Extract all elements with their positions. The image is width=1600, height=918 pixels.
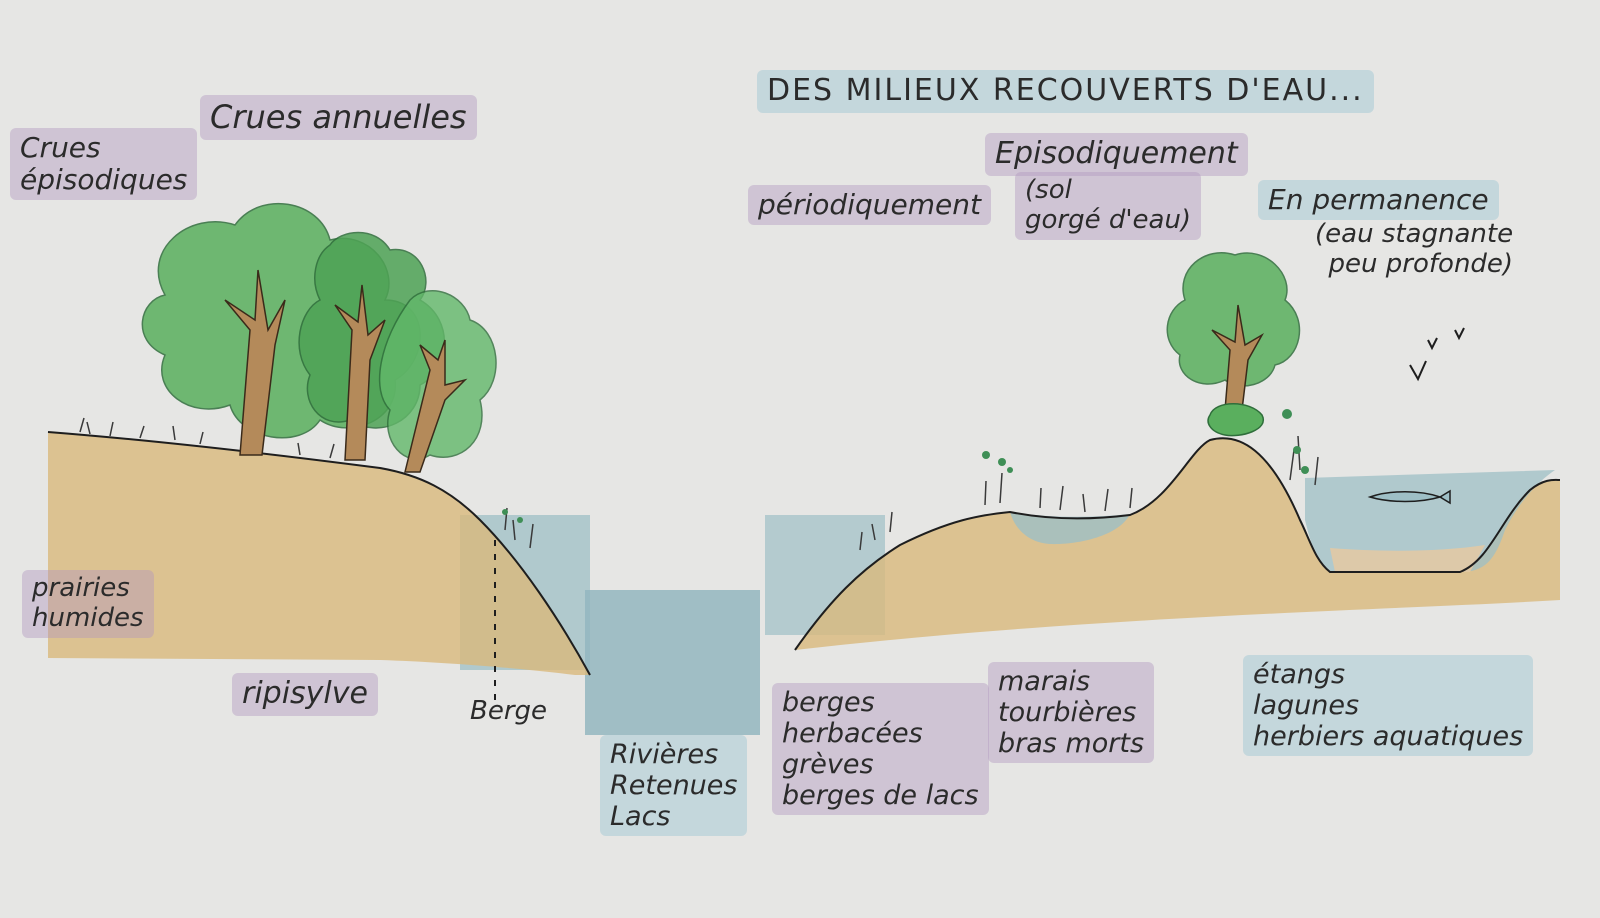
en-permanence-note-line-2: peu profonde): [1328, 248, 1514, 279]
label-marais: marais tourbières bras morts: [988, 662, 1155, 764]
prairies-line-2: humides: [32, 602, 144, 633]
right-terrain-outline: [794, 437, 1561, 651]
berges-line-4: berges de lacs: [782, 780, 979, 812]
aquatic-plant-heads: [502, 409, 1309, 523]
left-bank-outline: [47, 431, 591, 676]
berges-line-2: herbacées: [782, 718, 923, 750]
label-ripisylve: ripisylve: [232, 673, 378, 716]
etangs-line-2: lagunes: [1253, 690, 1360, 722]
label-prairies-humides: prairies humides: [22, 570, 154, 638]
prairies-line-1: prairies: [32, 573, 130, 603]
diagram-title: DES MILIEUX RECOUVERTS D'EAU...: [757, 70, 1374, 113]
marais-line-2: tourbières: [998, 697, 1137, 729]
label-episodiquement: Episodiquement: [985, 133, 1248, 176]
episodiquement-note-line-1: (sol: [1025, 175, 1072, 205]
etangs-line-3: herbiers aquatiques: [1253, 721, 1524, 753]
label-crues-annuelles: Crues annuelles: [200, 95, 477, 140]
crues-line-2: épisodiques: [20, 163, 188, 197]
label-episodiquement-note: (sol gorgé d'eau): [1015, 172, 1202, 240]
mound-tree: [1166, 252, 1301, 437]
marsh-water: [1010, 512, 1130, 545]
label-etangs: étangs lagunes herbiers aquatiques: [1243, 655, 1534, 757]
marais-line-3: bras morts: [998, 728, 1145, 760]
rivieres-line-2: Retenues: [610, 770, 738, 802]
label-crues-episodiques: Crues épisodiques: [10, 128, 198, 201]
label-periodiquement: périodiquement: [748, 185, 991, 226]
pond-fish-sketch: [1367, 489, 1451, 505]
crues-line-1: Crues: [20, 131, 101, 164]
marais-line-1: marais: [998, 666, 1091, 697]
right-terrain-soil: [795, 438, 1560, 650]
label-berge: Berge: [470, 696, 548, 726]
berges-line-1: berges: [782, 687, 875, 718]
label-en-permanence: En permanence: [1258, 180, 1499, 221]
birds: [1409, 327, 1465, 382]
rivieres-line-1: Rivières: [610, 739, 719, 770]
pond-bottom-sand: [1330, 545, 1485, 572]
label-berges-herbacees: berges herbacées grèves berges de lacs: [772, 683, 989, 816]
etangs-line-1: étangs: [1253, 659, 1346, 690]
ripisylve-trees: [141, 202, 497, 473]
left-bank-soil: [48, 432, 590, 675]
berges-line-3: grèves: [782, 749, 874, 781]
rivieres-line-3: Lacs: [610, 801, 671, 833]
en-permanence-note-line-1: (eau stagnante: [1315, 219, 1514, 249]
label-en-permanence-note: (eau stagnante peu profonde): [1315, 219, 1514, 280]
river-deep-water: [585, 590, 760, 735]
episodiquement-note-line-2: gorgé d'eau): [1025, 204, 1192, 235]
pond-water: [1305, 470, 1555, 572]
label-rivieres: Rivières Retenues Lacs: [600, 735, 748, 837]
